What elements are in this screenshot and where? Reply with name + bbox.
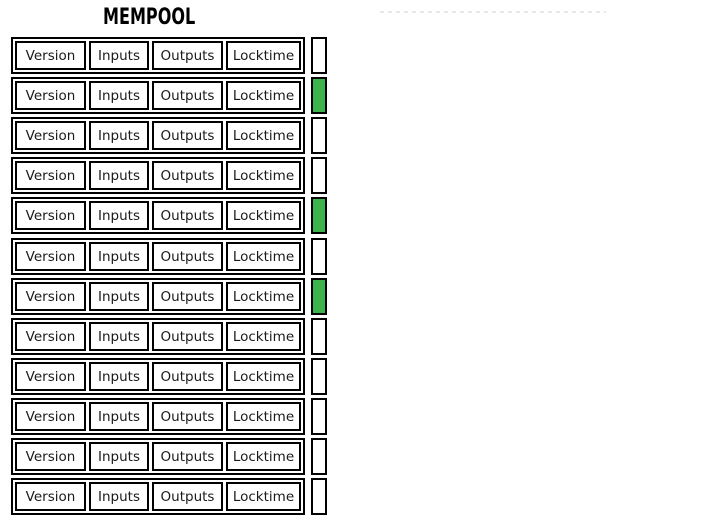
tx-cell-locktime: Locktime [226,442,301,471]
tx-indicator [311,398,327,435]
tx-cell-inputs: Inputs [89,161,149,190]
tx-cell-locktime: Locktime [226,201,301,230]
tx-cell-locktime: Locktime [226,121,301,150]
transaction-row: Version Inputs Outputs Locktime [11,37,305,74]
transaction-row: Version Inputs Outputs Locktime [11,117,305,154]
transaction-row: Version Inputs Outputs Locktime [11,238,305,275]
tx-cell-locktime: Locktime [226,402,301,431]
tx-cell-version: Version [15,402,86,431]
tx-cell-version: Version [15,482,86,511]
tx-cell-inputs: Inputs [89,442,149,471]
tx-cell-outputs: Outputs [152,201,223,230]
tx-cell-locktime: Locktime [226,282,301,311]
tx-cell-version: Version [15,282,86,311]
tx-indicator [311,278,327,315]
tx-cell-outputs: Outputs [152,81,223,110]
tx-cell-inputs: Inputs [89,242,149,271]
transaction-row: Version Inputs Outputs Locktime [11,318,305,355]
tx-cell-locktime: Locktime [226,362,301,391]
tx-cell-version: Version [15,322,86,351]
tx-cell-outputs: Outputs [152,482,223,511]
tx-cell-version: Version [15,81,86,110]
tx-cell-inputs: Inputs [89,362,149,391]
transaction-row: Version Inputs Outputs Locktime [11,398,305,435]
tx-cell-version: Version [15,362,86,391]
tx-cell-version: Version [15,41,86,70]
page-title: MEMPOOL [103,5,196,30]
transaction-row: Version Inputs Outputs Locktime [11,438,305,475]
tx-indicator [311,318,327,355]
transaction-row: Version Inputs Outputs Locktime [11,358,305,395]
tx-cell-outputs: Outputs [152,442,223,471]
tx-cell-inputs: Inputs [89,121,149,150]
transaction-row: Version Inputs Outputs Locktime [11,157,305,194]
dashed-line [380,11,606,13]
tx-cell-outputs: Outputs [152,362,223,391]
transaction-row: Version Inputs Outputs Locktime [11,197,305,234]
tx-indicator [311,37,327,74]
transaction-row: Version Inputs Outputs Locktime [11,478,305,515]
tx-cell-version: Version [15,161,86,190]
tx-indicator [311,77,327,114]
tx-cell-inputs: Inputs [89,322,149,351]
tx-cell-outputs: Outputs [152,41,223,70]
tx-cell-inputs: Inputs [89,402,149,431]
tx-indicator [311,157,327,194]
transaction-row: Version Inputs Outputs Locktime [11,278,305,315]
tx-cell-outputs: Outputs [152,402,223,431]
tx-cell-inputs: Inputs [89,41,149,70]
tx-cell-version: Version [15,242,86,271]
tx-cell-locktime: Locktime [226,482,301,511]
transaction-row: Version Inputs Outputs Locktime [11,77,305,114]
tx-cell-inputs: Inputs [89,81,149,110]
tx-indicator [311,117,327,154]
tx-cell-inputs: Inputs [89,482,149,511]
tx-indicator [311,238,327,275]
tx-cell-version: Version [15,121,86,150]
tx-cell-locktime: Locktime [226,81,301,110]
tx-indicator [311,478,327,515]
tx-cell-locktime: Locktime [226,322,301,351]
tx-cell-version: Version [15,201,86,230]
tx-cell-locktime: Locktime [226,161,301,190]
tx-cell-outputs: Outputs [152,282,223,311]
tx-indicator [311,197,327,234]
tx-cell-outputs: Outputs [152,322,223,351]
tx-indicator [311,438,327,475]
tx-indicator [311,358,327,395]
tx-cell-inputs: Inputs [89,282,149,311]
tx-cell-locktime: Locktime [226,242,301,271]
tx-cell-version: Version [15,442,86,471]
tx-cell-outputs: Outputs [152,121,223,150]
tx-cell-outputs: Outputs [152,161,223,190]
tx-cell-inputs: Inputs [89,201,149,230]
tx-cell-locktime: Locktime [226,41,301,70]
tx-cell-outputs: Outputs [152,242,223,271]
